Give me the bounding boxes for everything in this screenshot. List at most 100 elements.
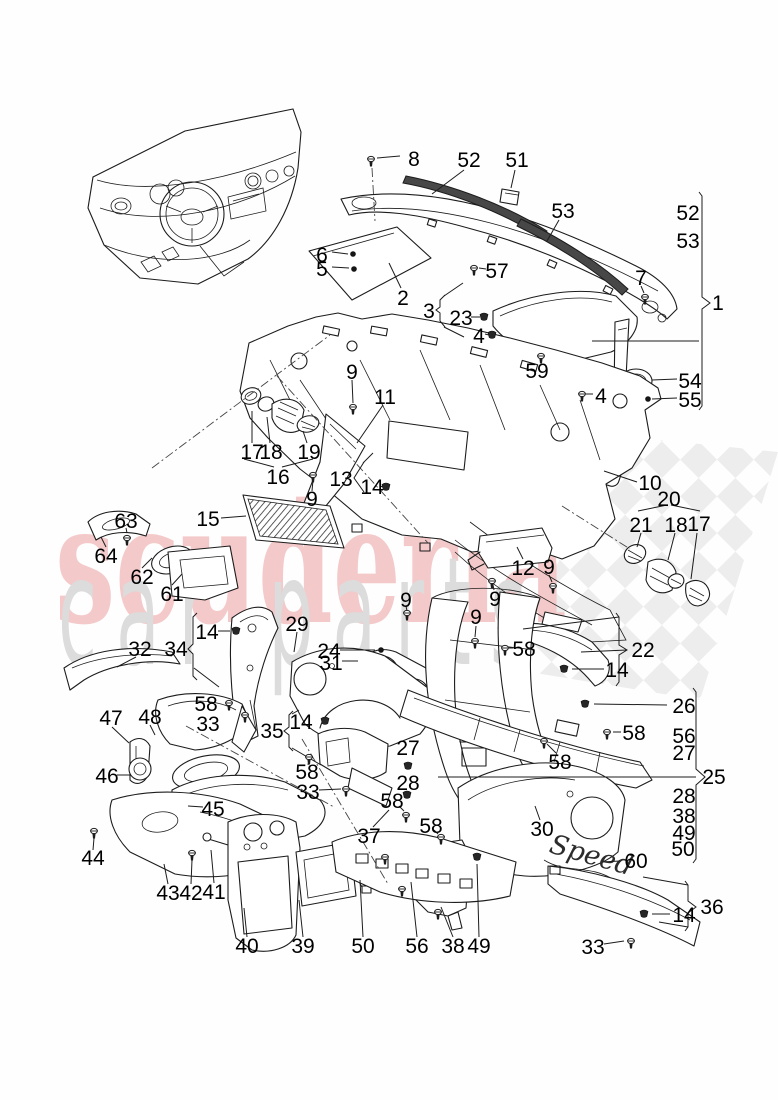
leader-line (266, 416, 271, 444)
leader-line (637, 504, 668, 512)
leader-line (603, 940, 625, 945)
clip-icon (472, 852, 482, 861)
leader-line (510, 169, 516, 189)
callout-26: 26 (672, 695, 695, 718)
screw-icon (470, 264, 478, 276)
leader-line (331, 251, 349, 255)
leader-line (171, 573, 183, 586)
callout-18: 18 (664, 514, 687, 537)
part-strip-53 (516, 218, 629, 296)
leader-line (193, 667, 220, 688)
callout-38: 38 (672, 805, 695, 828)
callout-9: 9 (400, 589, 412, 612)
leader-line (478, 267, 487, 270)
leader-line (516, 546, 524, 560)
callout-46: 46 (95, 765, 118, 788)
dot-icon (350, 251, 356, 257)
callout-40: 40 (235, 935, 258, 958)
callout-33: 33 (296, 781, 319, 804)
leader-line (522, 616, 620, 630)
callout-52: 52 (676, 202, 699, 225)
leader-line (433, 829, 439, 835)
callout-33: 33 (196, 713, 219, 736)
callout-44: 44 (81, 847, 105, 870)
leader-line (376, 155, 401, 159)
group-bracket (435, 294, 446, 328)
callout-4: 4 (595, 385, 607, 408)
leader-line (243, 907, 248, 938)
part-bracket-12 (467, 527, 553, 571)
leader-line (318, 788, 342, 791)
callout-48: 48 (138, 706, 161, 729)
callout-58: 58 (295, 761, 318, 784)
callout-36: 36 (700, 896, 723, 919)
callout-60: 60 (624, 850, 647, 873)
leader-line (546, 219, 560, 242)
part-tray-15 (242, 494, 345, 549)
leader-line (356, 404, 384, 444)
callout-10: 10 (638, 472, 661, 495)
leader-line (291, 709, 300, 715)
callout-35: 35 (260, 720, 283, 743)
leader-line (163, 863, 169, 885)
callout-32: 32 (128, 638, 151, 661)
callout-58: 58 (548, 751, 571, 774)
callout-58: 58 (419, 815, 442, 838)
callout-16: 16 (266, 466, 289, 489)
callout-18: 18 (259, 441, 282, 464)
clip-icon (479, 312, 489, 321)
callout-3: 3 (423, 300, 435, 323)
construction-lines (151, 167, 631, 885)
part-knee-panel-35 (317, 727, 393, 807)
callout-20: 20 (657, 488, 680, 511)
callout-58: 58 (512, 638, 535, 661)
callout-37: 37 (357, 825, 380, 848)
overview-sketch (87, 108, 302, 285)
group-bracket (187, 612, 198, 681)
callout-38: 38 (441, 935, 464, 958)
leader-line (667, 532, 676, 561)
callout-28: 28 (396, 772, 419, 795)
part-left-vents-16 (240, 387, 320, 433)
screw-icon (627, 937, 635, 949)
leader-line (210, 849, 215, 884)
callout-47: 47 (99, 707, 122, 730)
group-bracket (615, 612, 628, 687)
clip-icon (639, 909, 649, 918)
leader-line (410, 881, 418, 938)
callout-31: 31 (319, 652, 342, 675)
callout-61: 61 (160, 583, 183, 606)
group-bracket (353, 461, 365, 493)
callout-14: 14 (360, 476, 384, 499)
callout-7: 7 (635, 267, 647, 290)
leader-line (603, 470, 638, 483)
clip-icon (487, 330, 497, 339)
group-bracket (698, 191, 711, 411)
leader-line (398, 805, 405, 812)
callout-30: 30 (530, 818, 553, 841)
callout-14: 14 (605, 659, 629, 682)
leader-line (125, 527, 128, 534)
callout-56: 56 (672, 725, 695, 748)
group-bracket (684, 880, 697, 932)
center-line (301, 738, 389, 885)
callout-42: 42 (179, 882, 202, 905)
center-line (185, 725, 335, 808)
leader-line (670, 504, 701, 512)
leader-line (601, 860, 621, 863)
callout-9: 9 (346, 361, 358, 384)
leader-line (190, 859, 193, 885)
screw-icon (90, 827, 98, 839)
callout-24: 24 (317, 640, 341, 663)
screw-icon (434, 908, 442, 920)
leader-line (187, 805, 204, 808)
parts-steering-cowls (109, 693, 326, 878)
callout-23: 23 (449, 307, 472, 330)
callout-9: 9 (543, 556, 555, 579)
leader-line (546, 743, 557, 754)
dot-icon (645, 396, 651, 402)
callout-53: 53 (551, 200, 574, 223)
leader-line (642, 876, 689, 886)
callout-9: 9 (470, 606, 482, 629)
